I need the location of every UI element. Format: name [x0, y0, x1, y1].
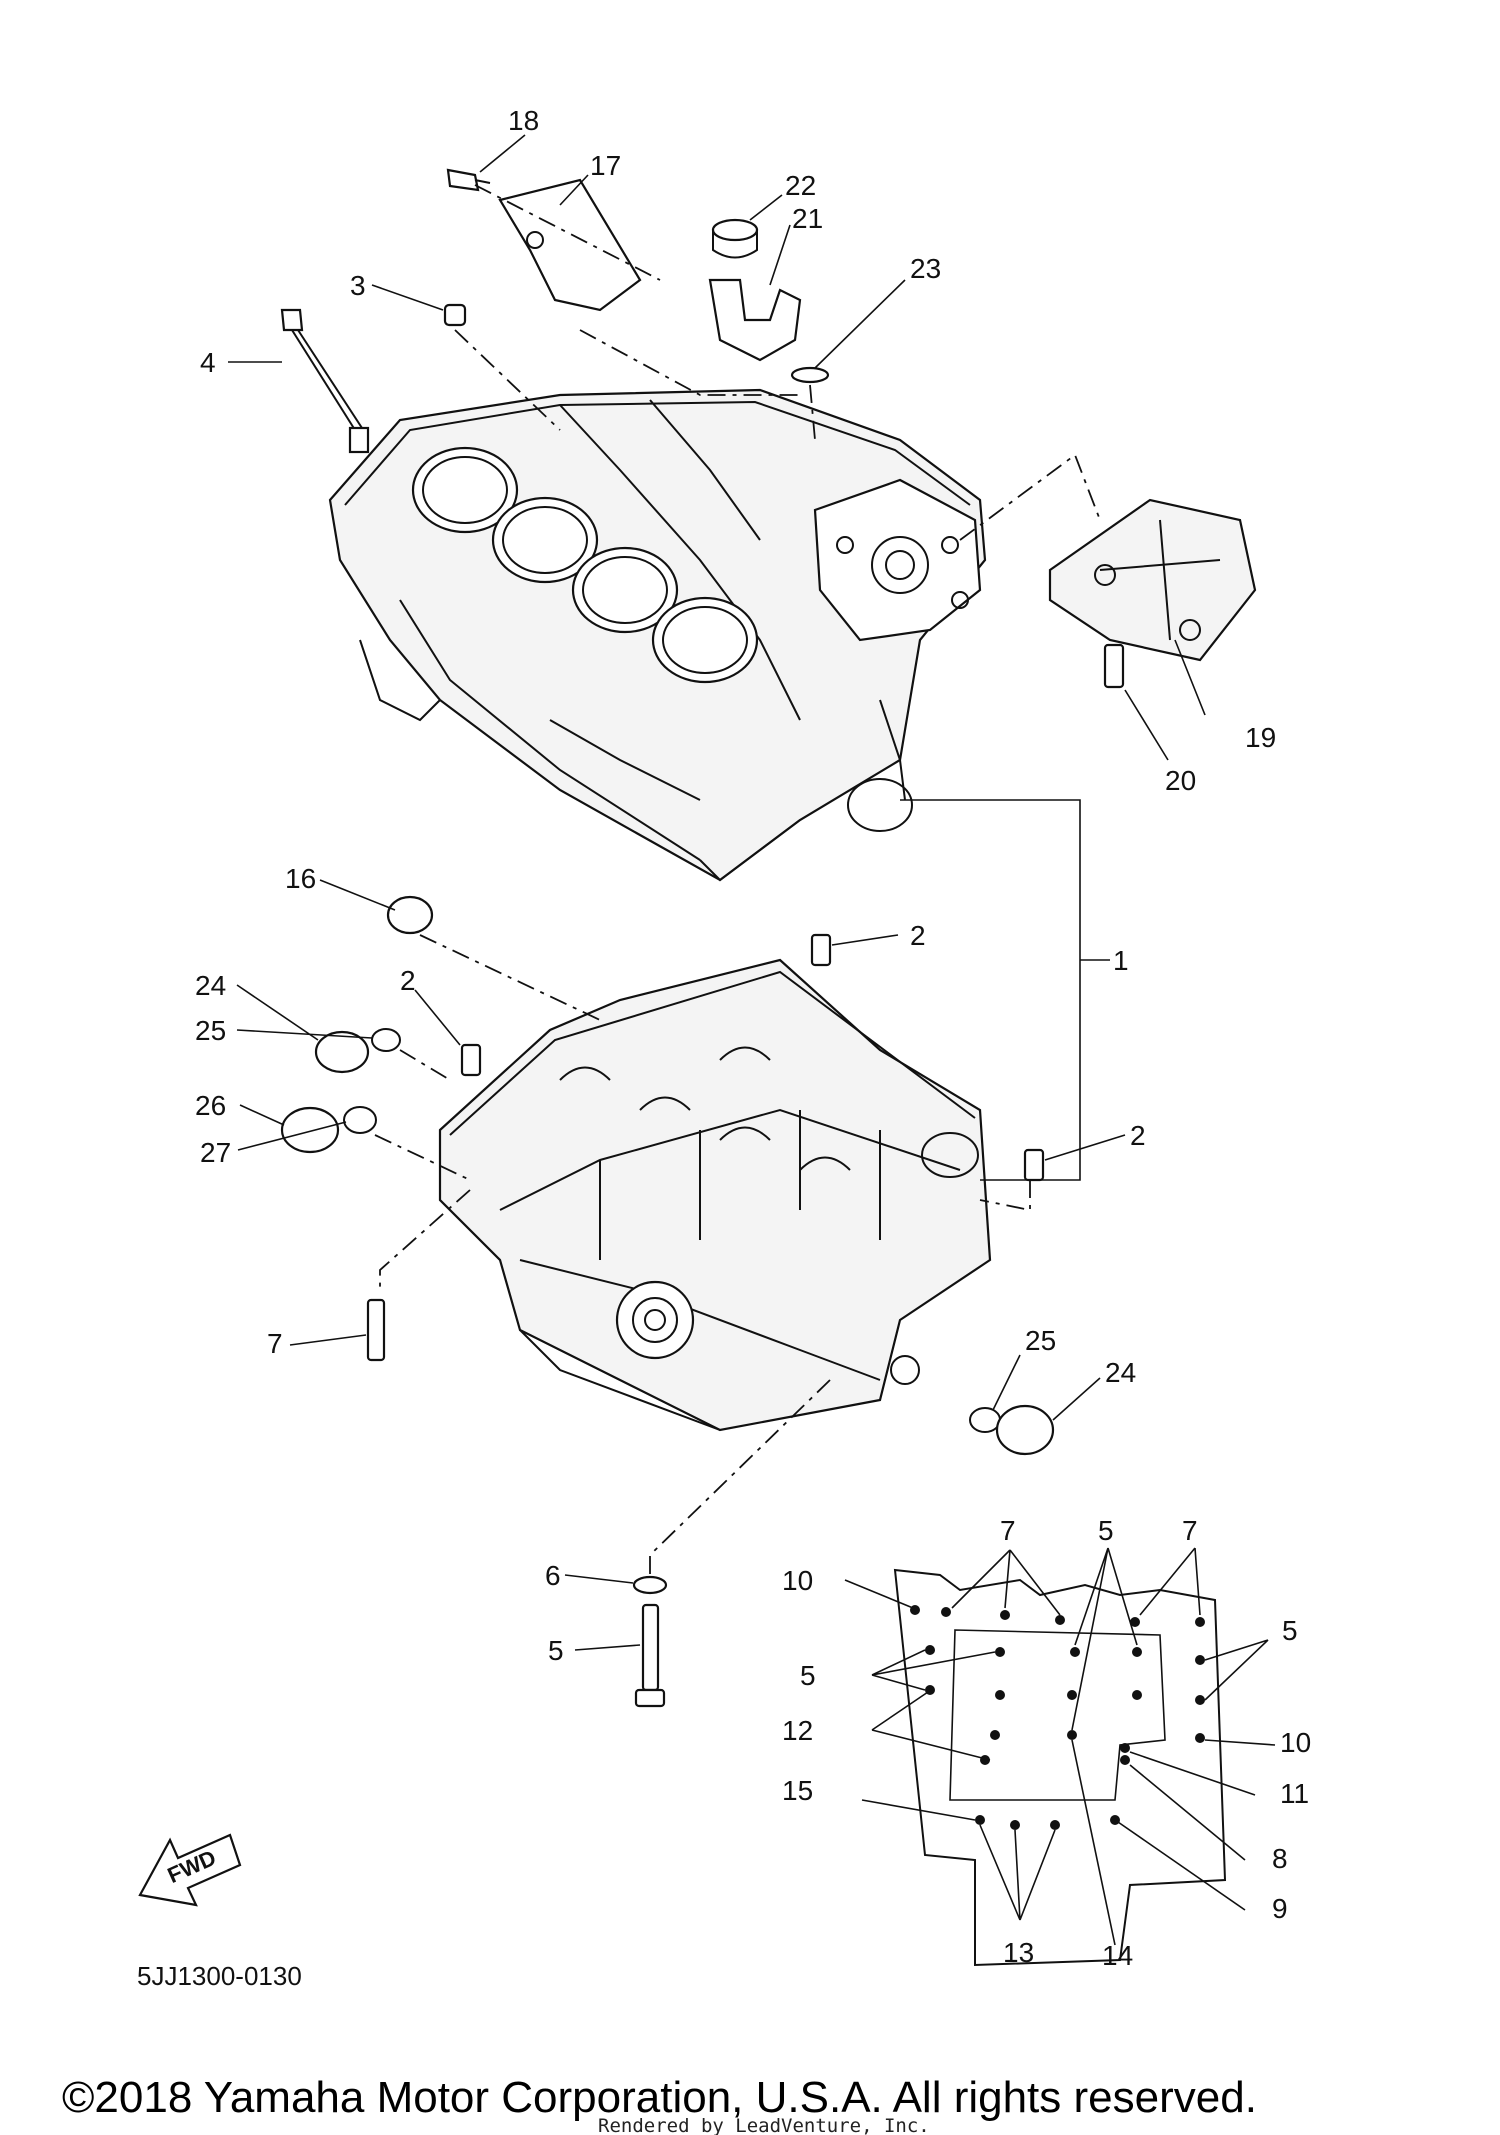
callout-7-left: 7	[267, 1328, 283, 1359]
callout-10-inset-a: 10	[782, 1565, 813, 1596]
callout-2-top: 2	[910, 920, 926, 951]
callout-27: 27	[200, 1137, 231, 1168]
callout-25-left: 25	[195, 1015, 226, 1046]
callout-18: 18	[508, 105, 539, 136]
callout-26: 26	[195, 1090, 226, 1121]
callout-10-inset-b: 10	[1280, 1727, 1311, 1758]
callout-5-bolt: 5	[548, 1635, 564, 1666]
callout-24-left: 24	[195, 970, 226, 1001]
callout-7-inset-b: 7	[1182, 1515, 1198, 1546]
callout-17: 17	[590, 150, 621, 181]
callout-25-right: 25	[1025, 1325, 1056, 1356]
rendered-by-credit: Rendered by LeadVenture, Inc.	[598, 2115, 930, 2135]
bolt-dots	[910, 1605, 1205, 1830]
leader-lines	[374, 184, 1110, 1575]
bolt-pattern-inset	[844, 1547, 1276, 1967]
copyright-notice: ©2018 Yamaha Motor Corporation, U.S.A. A…	[62, 2073, 1257, 2122]
callout-20: 20	[1165, 765, 1196, 796]
callout-16: 16	[285, 863, 316, 894]
callout-14: 14	[1102, 1940, 1133, 1971]
diagram-code: 5JJ1300-0130	[137, 1961, 302, 1991]
callout-5-inset-left: 5	[800, 1660, 816, 1691]
callout-leaders	[228, 134, 1206, 1651]
callout-5-inset-top: 5	[1098, 1515, 1114, 1546]
small-parts	[280, 168, 1257, 1708]
callout-numbers: 18 17 22 21 23 3 4 19 20 1 16 2 2 2 24 2…	[195, 105, 1311, 1971]
callout-15: 15	[782, 1775, 813, 1806]
callout-2-right: 2	[1130, 1120, 1146, 1151]
callout-8: 8	[1272, 1843, 1288, 1874]
callout-24-right: 24	[1105, 1357, 1136, 1388]
callout-11: 11	[1280, 1778, 1309, 1809]
callout-2-left: 2	[400, 965, 416, 996]
callout-21: 21	[792, 203, 823, 234]
fwd-arrow: FWD	[138, 1833, 242, 1907]
callout-5-inset-right: 5	[1282, 1615, 1298, 1646]
upper-crankcase	[328, 388, 987, 882]
callout-6: 6	[545, 1560, 561, 1591]
callout-3: 3	[350, 270, 366, 301]
callout-7-inset-a: 7	[1000, 1515, 1016, 1546]
callout-23: 23	[910, 253, 941, 284]
callout-9: 9	[1272, 1893, 1288, 1924]
inset-leaders	[844, 1547, 1276, 1946]
callout-13: 13	[1003, 1937, 1034, 1968]
callout-4: 4	[200, 347, 216, 378]
callout-22: 22	[785, 170, 816, 201]
callout-12: 12	[782, 1715, 813, 1746]
callout-1: 1	[1113, 945, 1129, 976]
lower-crankcase	[438, 958, 992, 1432]
callout-19: 19	[1245, 722, 1276, 753]
